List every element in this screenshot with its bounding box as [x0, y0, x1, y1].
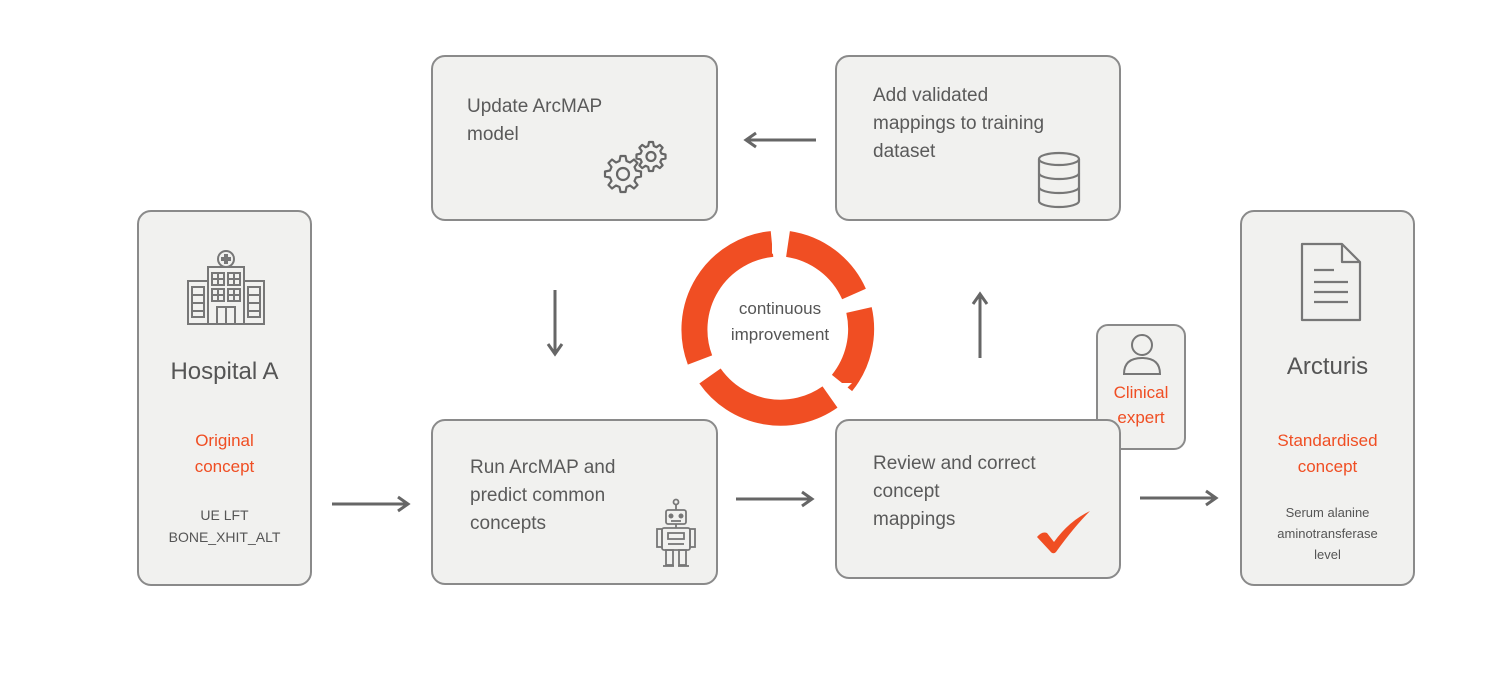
add-mappings-box: Add validated mappings to training datas…	[835, 55, 1121, 221]
continuous-improvement-label: continuous improvement	[730, 299, 830, 344]
original-concept-label: Original concept	[194, 431, 255, 476]
update-model-text: Update ArcMAP model	[467, 96, 603, 145]
arrow-review-to-arcturis	[1140, 489, 1219, 507]
arrow-update-to-run	[546, 290, 564, 357]
document-icon	[1300, 242, 1362, 322]
original-concept-value: UE LFT BONE_XHIT_ALT	[168, 507, 281, 545]
review-text: Review and correct concept mappings	[873, 453, 1036, 530]
arrow-add-to-update	[743, 131, 816, 149]
checkmark-icon	[1037, 511, 1090, 554]
person-icon	[1122, 334, 1162, 375]
hospital-card: Hospital A Original concept UE LFT BONE_…	[137, 210, 312, 586]
hospital-icon	[187, 250, 265, 325]
arrow-hospital-to-run	[332, 495, 411, 513]
database-icon	[1037, 151, 1081, 209]
update-model-box: Update ArcMAP model	[431, 55, 718, 221]
review-box: Review and correct concept mappings	[835, 419, 1121, 579]
continuous-improvement-ring	[681, 231, 875, 426]
arcturis-card: Arcturis Standardised concept Serum alan…	[1240, 210, 1415, 586]
gears-icon	[603, 140, 667, 194]
run-predict-box: Run ArcMAP and predict common concepts	[431, 419, 718, 585]
run-predict-text: Run ArcMAP and predict common concepts	[470, 457, 616, 534]
add-mappings-text: Add validated mappings to training datas…	[873, 85, 1045, 162]
hospital-name: Hospital A	[170, 358, 279, 385]
arrow-review-to-add	[971, 291, 989, 358]
robot-icon	[656, 498, 696, 567]
arcturis-name: Arcturis	[1286, 353, 1369, 380]
arrow-run-to-review	[736, 490, 815, 508]
clinical-expert-label: Clinical expert	[1113, 383, 1169, 427]
standardised-concept-label: Standardised concept	[1277, 431, 1378, 476]
standardised-concept-value: Serum alanine aminotransferase level	[1277, 505, 1378, 562]
